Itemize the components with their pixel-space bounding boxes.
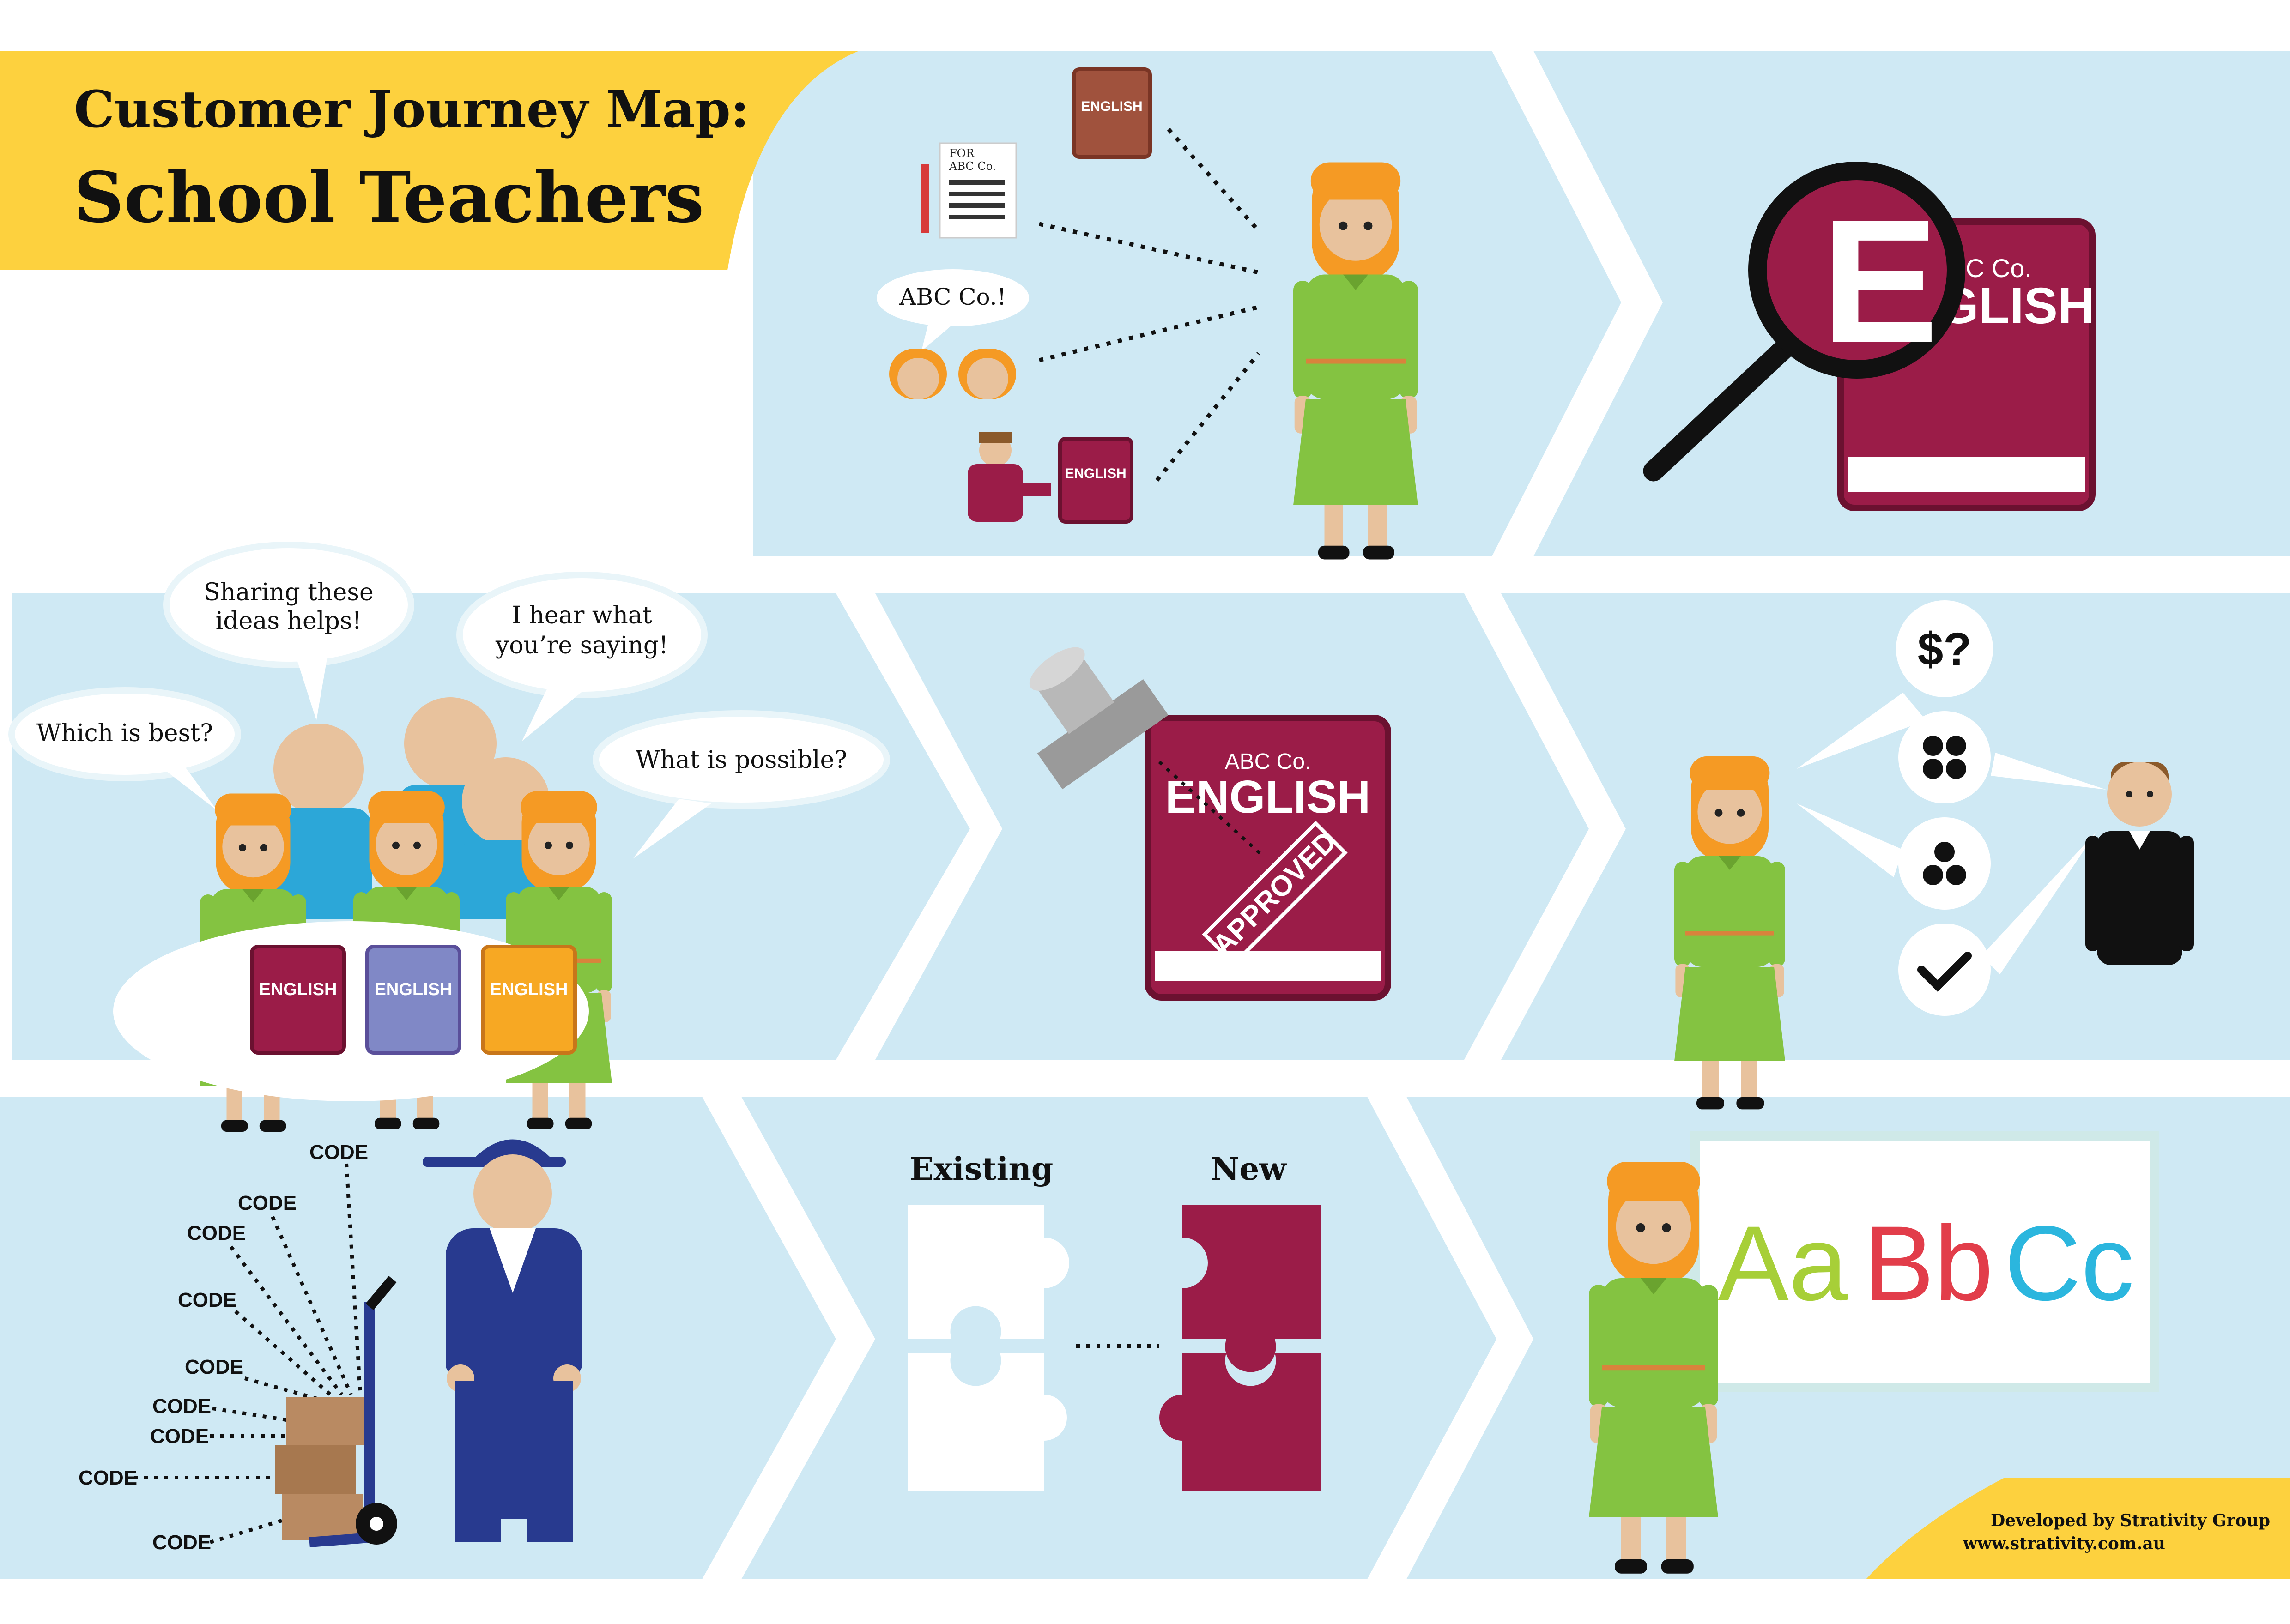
checkmark-icon [1917, 952, 1972, 992]
document-label-for: FOR [949, 147, 975, 160]
approved-book-title: ENGLISH [1165, 771, 1370, 823]
code-labels: CODE CODE CODE CODE CODE CODE CODE CODE … [79, 1141, 368, 1554]
board-cc: Cc [2004, 1204, 2134, 1322]
bubble-what-possible: What is possible? [593, 710, 890, 859]
bubble-hear-line2: you’re saying! [495, 632, 668, 659]
magnifier-icon: E [1643, 162, 1965, 482]
table-book-label-3: ENGLISH [490, 980, 568, 999]
teacher-figure-row2 [1674, 756, 1785, 1110]
title-line-2: School Teachers [74, 157, 704, 238]
sales-rep-icon: ENGLISH [968, 432, 1133, 524]
teacher-figure-row3 [1589, 1162, 1718, 1574]
whiteboard: Aa Bb Cc [1690, 1131, 2159, 1392]
delivery-worker-figure [423, 1139, 582, 1542]
puzzle-new-label: New [1211, 1151, 1287, 1188]
influence-dotted-lines [1038, 128, 1260, 482]
two-teachers-heads [889, 349, 1016, 399]
puzzle-icon [908, 1205, 1321, 1491]
bubble-which-text: Which is best? [36, 719, 213, 747]
bubble-sharing: Sharing these ideas helps! [163, 542, 414, 720]
code-dotted-lines [134, 1163, 362, 1544]
speech-bubble-abc: ABC Co.! [877, 269, 1029, 351]
code-label-7: CODE [150, 1425, 209, 1448]
discussion-table: ENGLISH ENGLISH ENGLISH [113, 921, 589, 1101]
code-label-1: CODE [309, 1141, 368, 1164]
businessman-figure [2085, 762, 2194, 965]
speech-abc-text: ABC Co.! [899, 284, 1006, 310]
title-banner: Customer Journey Map: School Teachers [0, 51, 859, 270]
small-book-icon: ENGLISH [1072, 67, 1152, 159]
panel-3-2 [741, 1097, 1496, 1579]
approved-book-brand: ABC Co. [1225, 749, 1311, 774]
hand-truck-icon [275, 1275, 397, 1547]
bubble-hear-line1: I hear what [512, 602, 652, 629]
small-book-label: ENGLISH [1081, 99, 1142, 114]
bubble-possible-text: What is possible? [636, 746, 847, 774]
board-bb: Bb [1863, 1204, 1993, 1322]
table-book-label-1: ENGLISH [259, 980, 337, 999]
bubble-hear-what: I hear what you’re saying! [456, 572, 708, 741]
magnified-letter: E [1821, 183, 1938, 379]
code-label-4: CODE [178, 1289, 236, 1311]
code-label-5: CODE [185, 1356, 243, 1378]
rep-book-label: ENGLISH [1065, 466, 1126, 481]
puzzle-existing-label: Existing [910, 1151, 1054, 1188]
code-label-6: CODE [152, 1395, 211, 1418]
group-of-people [200, 697, 612, 1132]
options-bubbles: $? [1797, 600, 2106, 1016]
panel-2-3 [1501, 593, 2290, 1060]
title-line-1: Customer Journey Map: [74, 79, 749, 139]
approved-book: ABC Co. ENGLISH APPROVED [1145, 715, 1391, 1001]
price-bubble-text: $? [1918, 623, 1972, 675]
panel-3-1 [0, 1097, 836, 1579]
document-label-company: ABC Co. [949, 160, 996, 173]
teacher-figure-row1 [1293, 162, 1418, 560]
credit-line-1: Developed by Strativity Group [1991, 1511, 2270, 1530]
code-label-8: CODE [79, 1467, 137, 1489]
code-label-3: CODE [187, 1222, 246, 1244]
bubble-sharing-line2: ideas helps! [216, 607, 362, 635]
credit-line-2: www.strativity.com.au [1963, 1534, 2165, 1553]
board-aa: Aa [1718, 1204, 1848, 1322]
code-label-9: CODE [152, 1531, 211, 1554]
code-label-2: CODE [238, 1192, 297, 1214]
bubble-which-is-best: Which is best? [8, 687, 241, 810]
document-icon: FOR ABC Co. [921, 142, 1017, 239]
table-book-label-2: ENGLISH [375, 980, 453, 999]
stamp-icon [1029, 647, 1262, 856]
bubble-sharing-line1: Sharing these [204, 579, 374, 606]
credit-banner: Developed by Strativity Group www.strati… [1866, 1478, 2290, 1579]
